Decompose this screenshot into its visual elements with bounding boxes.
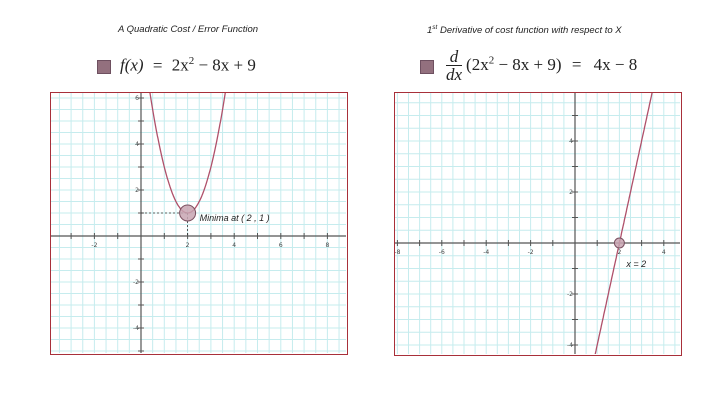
left-formula-exp: 2 <box>188 55 195 67</box>
derivative-graph: -8 -6 -4 -2 2 4 4 2 -2 -4 x = 2 <box>394 92 682 356</box>
x-tick-label: 2 <box>617 249 621 256</box>
right-caption-sup: st <box>432 24 438 31</box>
derivative-fraction: d dx <box>446 48 463 84</box>
right-caption-rest: Derivative of cost function with respect… <box>437 25 622 37</box>
right-caption: 1st Derivative of cost function with res… <box>427 24 622 36</box>
x-tick-label: -4 <box>483 249 489 256</box>
left-formula-rest: − 8x + 9 <box>198 55 256 75</box>
root-annotation: x = 2 <box>625 259 646 269</box>
x-tick-label: -6 <box>439 249 445 256</box>
x-tick-label: -2 <box>528 249 534 256</box>
highlight-point-marker <box>613 237 625 249</box>
right-formula: d dx (2x2 − 8x + 9) = 4x − 8 <box>446 48 637 84</box>
right-formula-exp: 2 <box>488 54 495 67</box>
right-caption-prefix: 1 <box>427 25 433 37</box>
function-curve <box>594 93 653 354</box>
y-tick-label: -4 <box>133 325 139 332</box>
right-formula-open: (2x <box>466 54 489 74</box>
highlight-point-marker <box>179 204 197 222</box>
x-tick-label: -8 <box>395 249 401 256</box>
right-bullet-icon <box>420 60 434 74</box>
y-tick-label: -2 <box>133 279 139 286</box>
y-tick-label: -4 <box>567 342 573 349</box>
derivative-plot: -8 -6 -4 -2 2 4 4 2 -2 -4 x = 2 <box>395 93 680 354</box>
x-tick-label: 6 <box>279 242 283 249</box>
x-tick-label: 8 <box>325 242 329 249</box>
x-tick-label: -2 <box>91 242 97 249</box>
left-caption: A Quadratic Cost / Error Function <box>118 24 259 35</box>
right-formula-rhs: 4x − 8 <box>593 54 638 74</box>
x-tick-label: 4 <box>232 242 236 249</box>
y-tick-label: -2 <box>567 291 573 298</box>
y-tick-label: 2 <box>135 187 139 194</box>
left-formula-lhs: f(x) <box>120 55 144 75</box>
quadratic-graph: -2 2 4 6 8 6 4 2 -2 -4 Minima at ( 2 , 1 ) <box>50 92 348 355</box>
x-tick-label: 2 <box>186 242 190 249</box>
x-tick-label: 4 <box>662 249 666 256</box>
quadratic-plot: -2 2 4 6 8 6 4 2 -2 -4 Minima at ( 2 , 1 ) <box>51 93 346 353</box>
y-tick-label: 4 <box>135 141 139 148</box>
left-formula-eq: = <box>152 55 163 75</box>
y-tick-label: 6 <box>135 95 139 102</box>
right-formula-inner: − 8x + 9) <box>494 54 562 74</box>
derivative-numerator: d <box>446 48 463 66</box>
left-formula: f(x) = 2x2 − 8x + 9 <box>120 55 256 76</box>
left-formula-term1: 2x <box>171 55 189 75</box>
left-bullet-icon <box>97 60 111 74</box>
right-formula-eq: = <box>571 54 582 74</box>
y-tick-label: 4 <box>569 138 573 145</box>
y-tick-label: 2 <box>569 189 573 196</box>
minima-annotation: Minima at ( 2 , 1 ) <box>200 213 270 223</box>
derivative-denominator: dx <box>446 65 463 84</box>
